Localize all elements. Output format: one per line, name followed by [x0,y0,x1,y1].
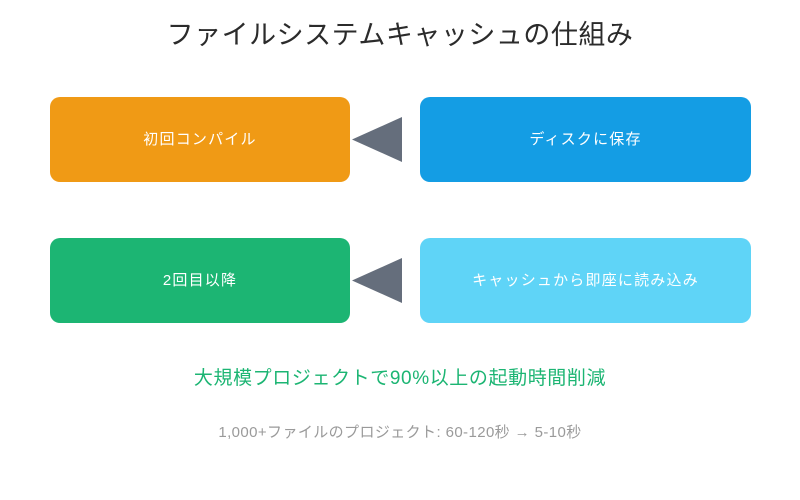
flow-row-subsequent-runs: 2回目以降 キャッシュから即座に読み込み [0,238,800,323]
triangle-left-icon [352,117,402,162]
flow-node-first-compile[interactable]: 初回コンパイル [50,97,350,182]
page-title: ファイルシステムキャッシュの仕組み [166,20,634,50]
summary-highlight-text: 大規模プロジェクトで90%以上の起動時間削減 [193,368,607,389]
flow-node-label: 初回コンパイル [143,130,257,148]
flow-node-load-from-cache[interactable]: キャッシュから即座に読み込み [420,238,751,323]
flow-node-subsequent-runs[interactable]: 2回目以降 [50,238,350,323]
flow-node-save-to-disk[interactable]: ディスクに保存 [420,97,751,182]
flow-node-label: ディスクに保存 [529,130,642,148]
summary-caption-text: 1,000+ファイルのプロジェクト: 60-120秒 → 5-10秒 [218,424,582,441]
flow-node-label: キャッシュから即座に読み込み [472,271,699,289]
flow-node-label: 2回目以降 [162,271,238,289]
flow-row-first-compile: 初回コンパイル ディスクに保存 [0,97,800,182]
triangle-left-icon [352,258,402,303]
